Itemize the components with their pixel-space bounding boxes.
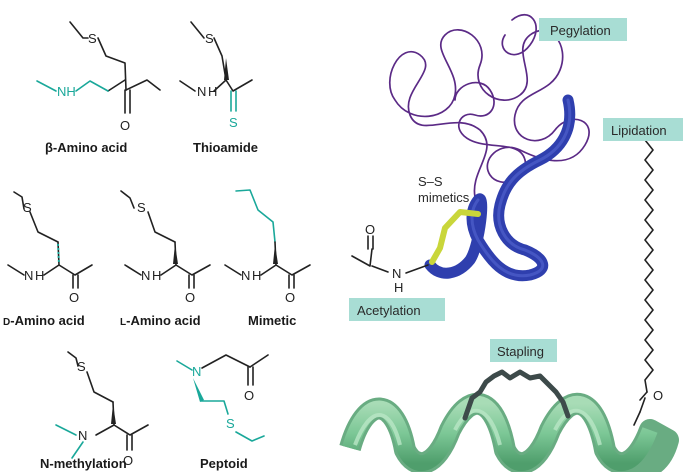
hydrogen-atom: H [35,268,44,283]
lipidation-chain: O [633,139,663,426]
d-amino-acid-structure: S N H O D-Amino acid [3,191,93,328]
hydrocarbon-staple [462,369,571,421]
sulfur-atom: S [23,200,32,215]
nitrogen-atom: N [192,364,201,379]
hydrogen-atom: H [208,84,217,99]
oxygen-atom: O [69,290,79,305]
peptoid-structure: N O S Peptoid [176,354,269,471]
mimetic-structure: N H O Mimetic [224,189,311,328]
pegylation-tag: Pegylation [539,18,627,41]
peptoid-caption: Peptoid [200,456,248,471]
ss-mimetics-line1: S–S [418,174,443,189]
l-amino-acid-caption: L-Amino acid [120,313,201,328]
peptide-backbone-tube [424,94,576,282]
n-methylation-structure: S N O N-methylation [40,351,149,471]
sulfur-atom: S [77,359,86,374]
disulfide-bridge [429,209,481,265]
sulfur-thioamide-atom: S [229,115,238,130]
d-amino-acid-caption: D-Amino acid [3,313,85,328]
hydrogen-atom: H [252,268,261,283]
oxygen-atom: O [120,118,130,133]
beta-amino-acid-caption: β-Amino acid [45,140,127,155]
thioamide-structure: S N H S Thioamide [179,21,258,155]
hydrogen-atom: H [152,268,161,283]
nitrogen-atom: N [241,268,250,283]
oxygen-atom: O [123,453,133,468]
sulfur-top-atom: S [205,31,214,46]
oxygen-atom: O [244,388,254,403]
pegylation-label: Pegylation [550,23,611,38]
pegylation-polymer [389,13,590,198]
acetylation-label: Acetylation [357,303,421,318]
beta-amino-acid-structure: S NH O β-Amino acid [36,21,161,155]
lipidation-label: Lipidation [611,123,667,138]
ss-mimetics-label: S–S mimetics [418,174,470,205]
acetyl-hydrogen-atom: H [394,280,403,295]
nitrogen-atom: N [141,268,150,283]
acetyl-oxygen-atom: O [365,222,375,237]
sulfur-atom: S [137,200,146,215]
lipid-oxygen-atom: O [653,388,663,403]
nitrogen-atom: N [24,268,33,283]
acetyl-nitrogen-atom: N [392,266,401,281]
oxygen-atom: O [285,290,295,305]
acetyl-group: O N H [351,222,429,295]
acetylation-tag: Acetylation [349,298,445,321]
mimetic-caption: Mimetic [248,313,296,328]
thioamide-caption: Thioamide [193,140,258,155]
ss-mimetics-line2: mimetics [418,190,470,205]
n-methylation-caption: N-methylation [40,456,127,471]
stapling-tag: Stapling [490,339,557,362]
lipidation-tag: Lipidation [603,118,683,141]
sulfur-atom: S [88,31,97,46]
l-amino-acid-structure: S N H O L-Amino acid [120,190,211,328]
stapling-label: Stapling [497,344,544,359]
oxygen-atom: O [185,290,195,305]
alpha-helix [339,392,679,472]
sulfur-atom: S [226,416,235,431]
nh-atom: NH [57,84,76,99]
nitrogen-atom: N [197,84,206,99]
nitrogen-atom: N [78,428,87,443]
